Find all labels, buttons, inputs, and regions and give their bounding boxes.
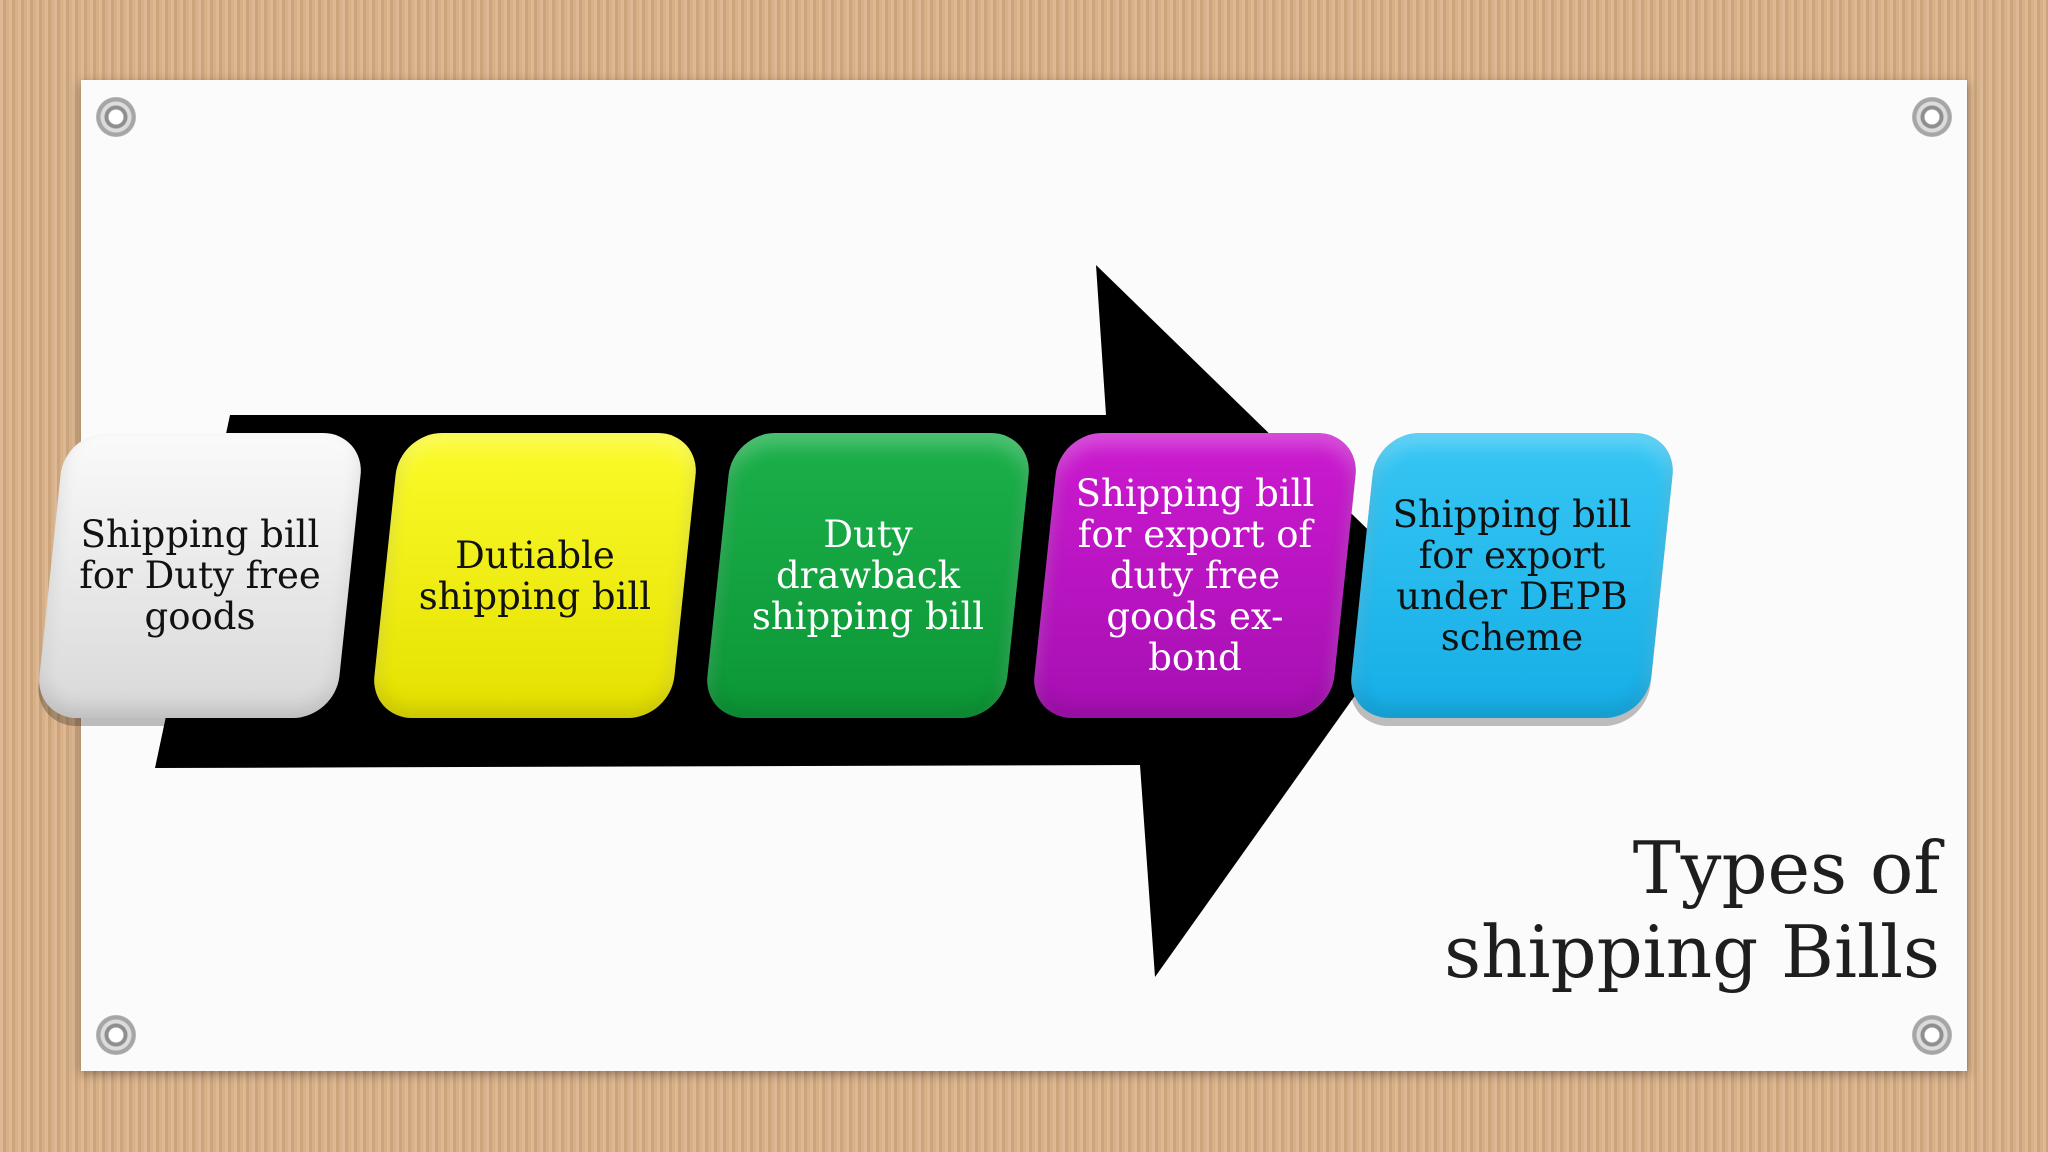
grommet-bottom-right-icon [1912,1015,1952,1055]
grommet-bottom-left-icon [96,1015,136,1055]
step-label: Shipping bill for Duty free goods [79,513,321,638]
step-label: Duty drawback shipping bill [751,513,985,638]
step-label: Shipping bill for export of duty free go… [1075,472,1315,679]
slide-title: Types of shipping Bills [1370,826,1940,994]
step-box-duty-free: Shipping bill for Duty free goods [35,433,365,718]
grommet-top-left-icon [96,97,136,137]
step-box-ex-bond: Shipping bill for export of duty free go… [1030,433,1360,718]
step-box-dutiable: Dutiable shipping bill [370,433,700,718]
step-box-duty-drawback: Duty drawback shipping bill [703,433,1033,718]
step-label: Dutiable shipping bill [418,533,652,618]
slide-title-line2: shipping Bills [1444,910,1940,994]
slide-title-line1: Types of [1632,826,1940,910]
grommet-top-right-icon [1912,97,1952,137]
step-box-depb: Shipping bill for export under DEPB sche… [1347,433,1677,718]
step-label: Shipping bill for export under DEPB sche… [1392,492,1632,659]
